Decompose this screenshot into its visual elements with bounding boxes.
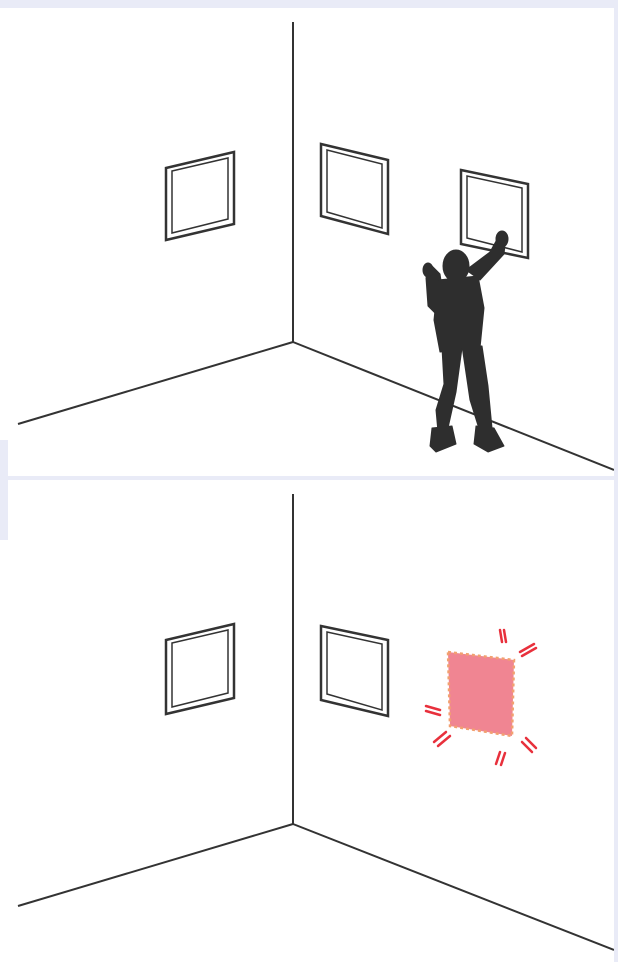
burst-mark (496, 752, 500, 764)
scene-after-panel (0, 480, 614, 962)
burst-mark (500, 630, 502, 642)
burst-mark (426, 706, 440, 710)
floor-left-line (18, 342, 293, 424)
left-wall-frame (166, 152, 234, 240)
floor-right-line-after (293, 824, 614, 950)
left-wall-frame-after (166, 624, 234, 714)
person-hand-left (423, 263, 433, 277)
person-foot-right (474, 426, 504, 452)
person-torso (434, 276, 484, 352)
person-hand-right (496, 231, 508, 247)
burst-mark (426, 711, 440, 715)
person-removing-frame (423, 231, 508, 452)
room-corner-after (18, 494, 614, 950)
missing-frame-area (448, 652, 514, 736)
scene-before-panel (0, 8, 614, 476)
panel-gap-left (0, 440, 8, 540)
burst-mark (501, 753, 505, 765)
person-leg-right (462, 346, 492, 432)
floor-left-line-after (18, 824, 293, 906)
person-foot-left (430, 426, 456, 452)
burst-mark (504, 630, 506, 642)
person-leg-left (436, 348, 462, 432)
corner-frame (321, 144, 388, 234)
scene-before-svg (0, 8, 614, 476)
room-corner (18, 22, 614, 470)
scene-after-svg (0, 480, 614, 962)
missing-frame-highlight (448, 652, 514, 736)
corner-frame-after (321, 626, 388, 716)
